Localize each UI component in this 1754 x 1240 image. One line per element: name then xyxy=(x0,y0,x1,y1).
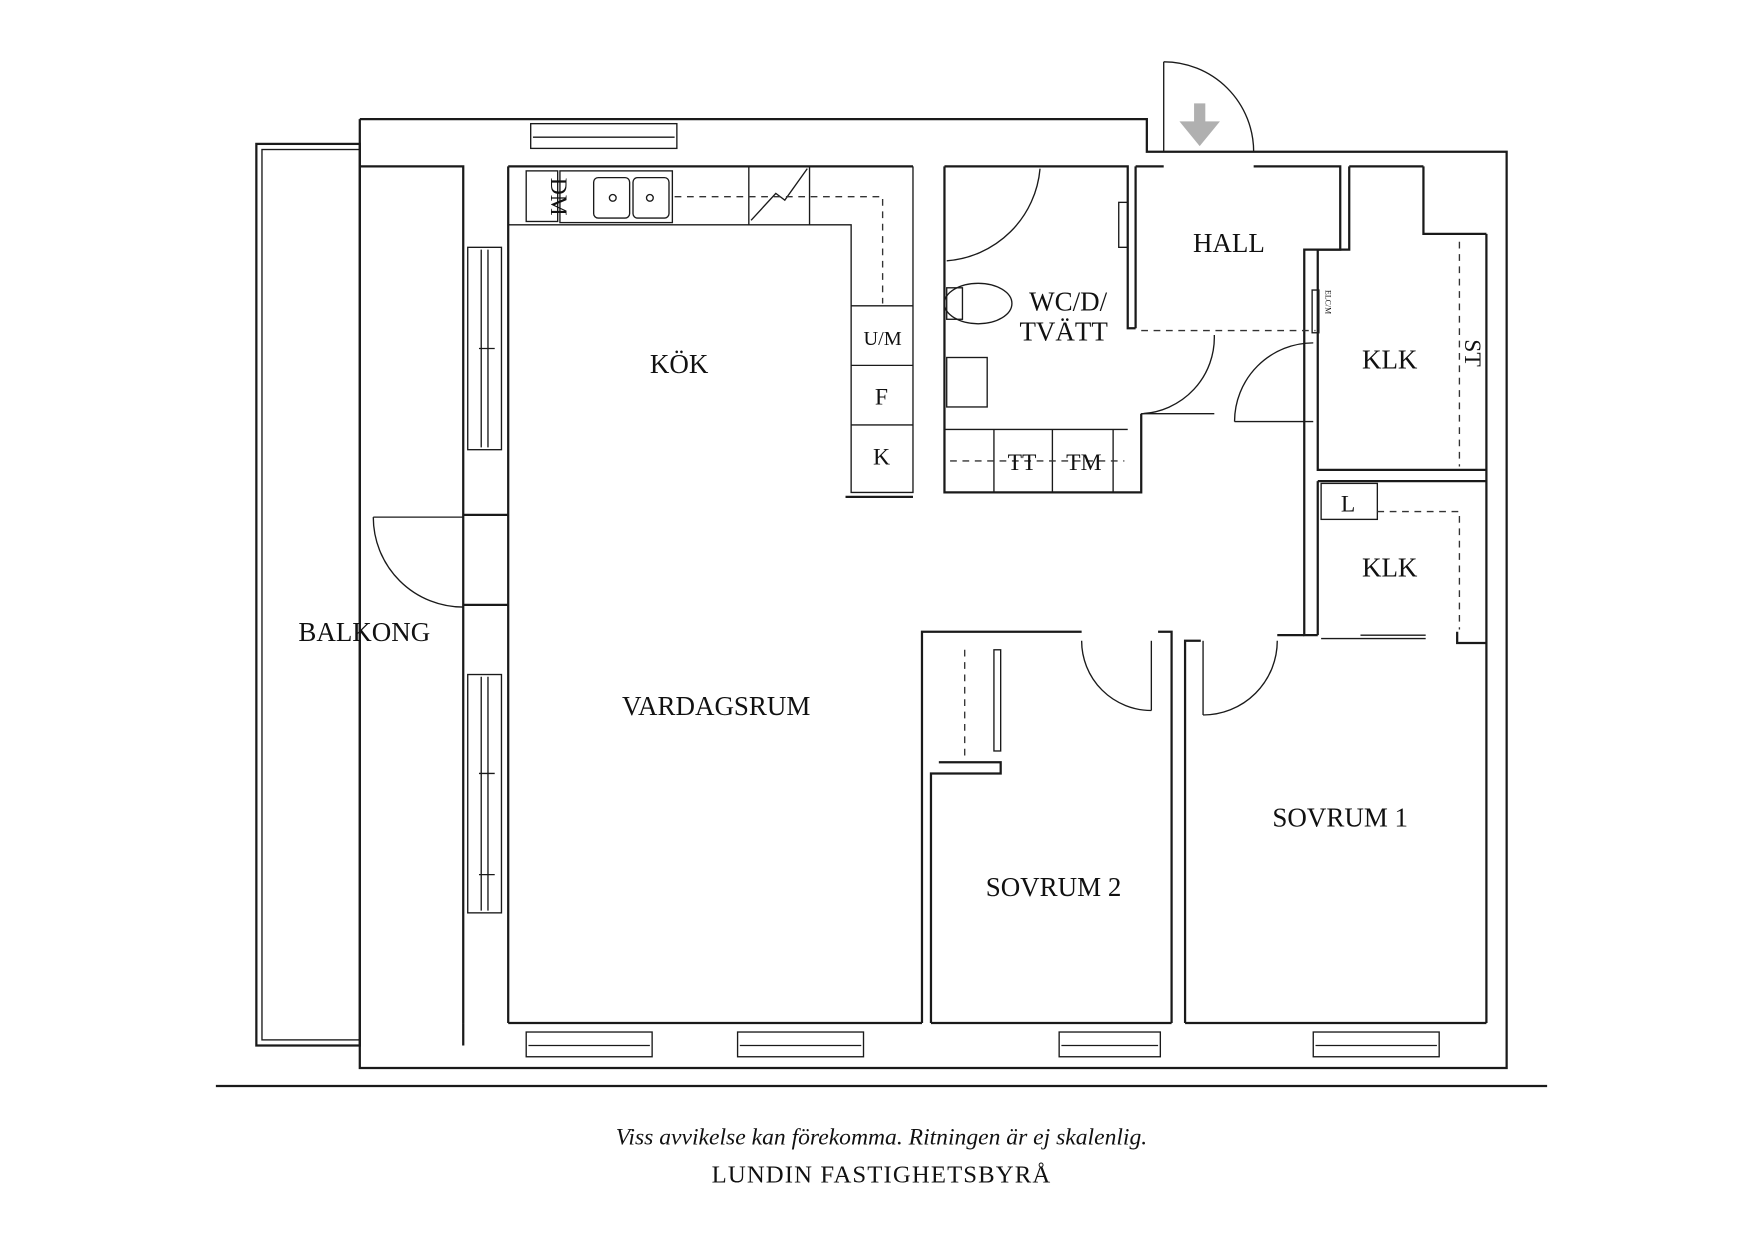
entrance-door[interactable] xyxy=(1163,61,1255,152)
outer-walls xyxy=(358,118,1508,1070)
fixture-electrical-panel: ELC/M xyxy=(1324,290,1333,314)
fixture-microwave-oven: U/M xyxy=(864,328,902,350)
room-label-hall: HALL xyxy=(1193,228,1265,258)
room-label-closet-upper: KLK xyxy=(1362,345,1418,375)
bathroom xyxy=(943,165,1215,494)
room-label-bedroom-2: SOVRUM 2 xyxy=(986,872,1122,902)
room-label-closet-lower: KLK xyxy=(1362,553,1418,583)
kitchen-counters xyxy=(508,166,914,499)
fixture-washer: TM xyxy=(1066,450,1101,476)
fixture-wardrobe: ST xyxy=(1459,339,1485,367)
arrow-down-icon xyxy=(1179,103,1220,147)
hall-and-closets xyxy=(1135,165,1487,640)
bedrooms xyxy=(920,630,1487,1025)
balcony xyxy=(255,142,361,1047)
fixture-dishwasher: DM xyxy=(545,178,571,216)
room-label-bathroom-2: TVÄTT xyxy=(1019,317,1108,347)
fixture-linen: L xyxy=(1341,492,1355,518)
fixture-freezer: K xyxy=(873,444,890,470)
room-label-living-room: VARDAGSRUM xyxy=(622,691,810,721)
company-name: LUNDIN FASTIGHETSBYRÅ xyxy=(712,1162,1052,1189)
room-label-bedroom-1: SOVRUM 1 xyxy=(1272,802,1408,832)
room-label-balcony: BALKONG xyxy=(298,617,430,647)
room-label-bathroom-1: WC/D/ xyxy=(1029,286,1107,316)
windows xyxy=(467,122,1440,1058)
disclaimer: Viss avvikelse kan förekomma. Ritningen … xyxy=(616,1124,1147,1150)
room-label-kitchen: KÖK xyxy=(650,349,709,379)
balcony-door xyxy=(372,513,509,608)
fixture-fridge: F xyxy=(875,385,888,411)
fixture-dryer: TT xyxy=(1008,450,1037,476)
